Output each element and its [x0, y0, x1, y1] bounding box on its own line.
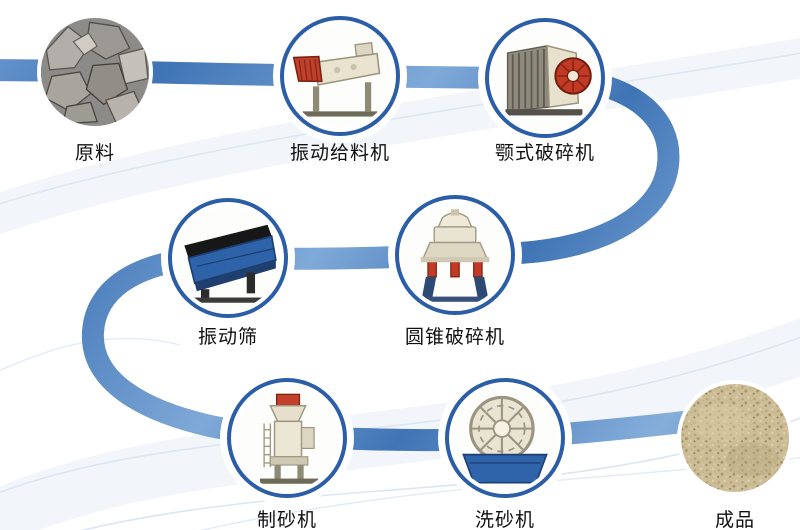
label-sand-washer: 洗砂机	[474, 509, 535, 530]
vibrating-feeder-image	[288, 24, 392, 128]
raw-material-image	[41, 18, 149, 126]
node-finished-product	[681, 384, 789, 492]
sand-washer-image	[453, 386, 557, 490]
node-vibrating-screen	[168, 198, 288, 318]
node-vibrating-feeder	[280, 16, 400, 136]
jaw-crusher-image	[493, 26, 597, 130]
sand-maker-image	[235, 386, 339, 490]
label-finished-product: 成品	[714, 509, 755, 530]
vibrating-screen-image	[176, 206, 280, 310]
cone-crusher-image	[403, 203, 507, 307]
label-sand-maker: 制砂机	[256, 509, 317, 530]
node-jaw-crusher	[485, 18, 605, 138]
node-cone-crusher	[395, 195, 515, 315]
node-raw-material	[41, 18, 149, 126]
node-sand-maker	[227, 378, 347, 498]
label-raw-material: 原料	[74, 142, 115, 164]
finished-product-image	[681, 384, 789, 492]
label-vibrating-screen: 振动筛	[197, 326, 258, 348]
label-jaw-crusher: 颚式破碎机	[494, 142, 595, 164]
node-sand-washer	[445, 378, 565, 498]
label-vibrating-feeder: 振动给料机	[289, 142, 390, 164]
label-cone-crusher: 圆锥破碎机	[404, 326, 505, 348]
